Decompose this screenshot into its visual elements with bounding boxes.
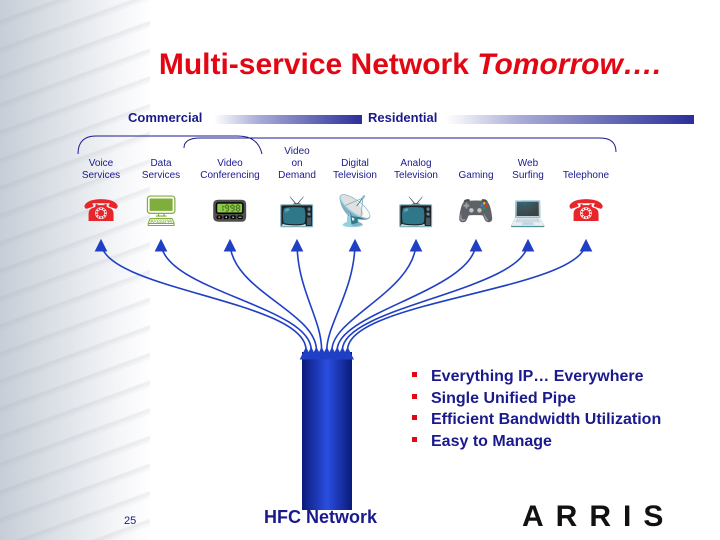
- bullet-item: Easy to Manage: [412, 431, 661, 453]
- service-label: Video on Demand: [278, 146, 316, 181]
- group-label-commercial: Commercial: [128, 110, 203, 125]
- video-phone-icon: 📟: [211, 194, 249, 228]
- fax-machine-icon: ☎: [82, 194, 120, 228]
- gaming-icon: 🎮: [457, 194, 495, 228]
- digital-tv-icon: 📡: [336, 194, 374, 228]
- bullet-item: Efficient Bandwidth Utilization: [412, 409, 661, 431]
- page-number: 25: [124, 515, 137, 527]
- web-surfer-icon: 💻: [509, 194, 547, 228]
- service-label: Data Services: [141, 158, 181, 181]
- analog-tv-icon: 📺: [397, 194, 435, 228]
- residential-brace: [183, 137, 617, 153]
- commercial-brace: [77, 135, 263, 155]
- slide-title: Multi-service Network Tomorrow….: [158, 48, 662, 81]
- bullet-list: Everything IP… Everywhere Single Unified…: [412, 366, 661, 452]
- arris-logo: ARRIS: [522, 500, 676, 533]
- hfc-pipe: [302, 352, 352, 510]
- service-arrow: [341, 238, 593, 360]
- ringing-phone-icon: ☎: [567, 194, 605, 228]
- computer-icon: 🖥: [141, 194, 181, 228]
- service-label: Video Conferencing: [200, 158, 260, 181]
- group-label-residential: Residential: [368, 110, 438, 125]
- service-label: Voice Services: [81, 158, 121, 181]
- service-arrow: [290, 238, 329, 360]
- arrow-group: [94, 238, 593, 360]
- service-arrow: [94, 238, 313, 360]
- commercial-bar: [214, 115, 362, 124]
- family-tv-icon: 📺: [278, 194, 316, 228]
- service-arrow: [335, 238, 535, 360]
- service-label: Analog Television: [394, 158, 438, 181]
- hfc-network-label: HFC Network: [264, 507, 378, 527]
- service-label: Digital Television: [333, 158, 377, 181]
- bullet-item: Single Unified Pipe: [412, 388, 661, 410]
- service-label: Gaming: [458, 170, 494, 181]
- residential-bar: [446, 115, 694, 124]
- service-label: Web Surfing: [512, 158, 544, 181]
- bullet-item: Everything IP… Everywhere: [412, 366, 661, 388]
- service-label: Telephone: [562, 170, 610, 181]
- service-arrow: [154, 238, 318, 360]
